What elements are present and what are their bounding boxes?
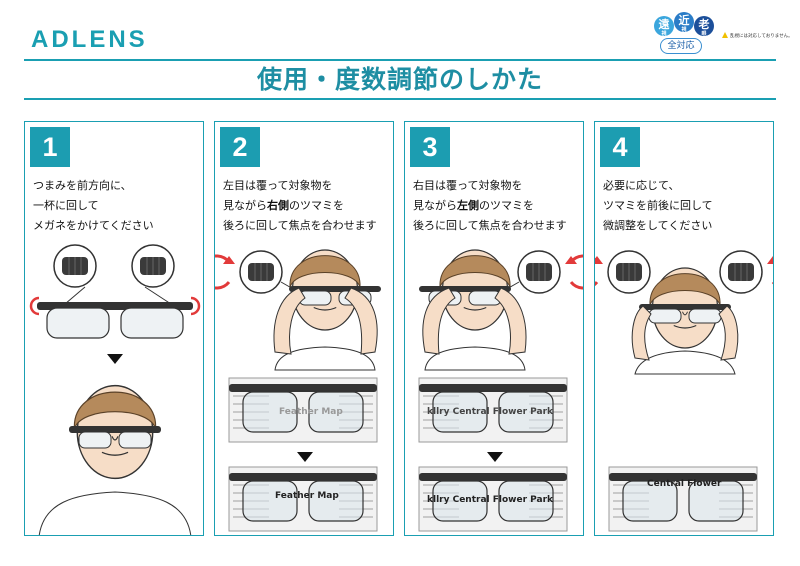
step-instructions: 必要に応じて、 ツマミを前後に回して 微調整をしてください [603, 179, 713, 232]
page-title: 使用・度数調節のしかた [256, 65, 543, 94]
step-panel-1: 1 つまみを前方向に、 一杯に回して メガネをかけてください [24, 121, 204, 536]
newspaper-headline-blurry: Feather Map [279, 407, 343, 417]
step-number: 1 [30, 127, 70, 167]
header-rule [24, 59, 776, 61]
badge-far: 遠視 [654, 16, 674, 37]
badge-near: 近視 [674, 12, 694, 33]
step-instructions: 左目は覆って対象物を 見ながら右側のツマミを 後ろに回して焦点を合わせます [223, 179, 377, 232]
step-number: 2 [220, 127, 260, 167]
knob-zoom-right [131, 244, 175, 288]
all-support-pill: 全対応 [660, 38, 702, 54]
newspaper-headline-sharp: Central Flower [647, 479, 722, 489]
newspaper-headline: kllry Central Flower Park [427, 407, 554, 417]
step-instructions: 右目は覆って対象物を 見ながら左側のツマミを 後ろに回して焦点を合わせます [413, 179, 567, 232]
knob-zoom-left [53, 244, 97, 288]
badge-presbyopia: 老眼 [694, 16, 714, 37]
newspaper-headline-sharp: kllry Central Flower Park [427, 495, 554, 505]
compatibility-badges: 遠視 近視 老眼 全対応 [650, 12, 720, 58]
step-number: 3 [410, 127, 450, 167]
step-instructions: つまみを前方向に、 一杯に回して メガネをかけてください [33, 179, 154, 232]
step-panel-4: 4 必要に応じて、 ツマミを前後に回して 微調整をしてください Central … [594, 121, 774, 536]
newspaper-headline-sharp: Feather Map [275, 491, 339, 501]
step-number: 4 [600, 127, 640, 167]
step3-illustration: kllry Central Flower Park kllry Central … [418, 249, 583, 532]
emphasis-right-side: 右側 [267, 199, 289, 212]
newspaper-sharp [608, 466, 758, 532]
astigmatism-warning: 乱視には対応しておりません。 [722, 32, 793, 39]
step1-illustration [29, 244, 201, 535]
title-rule [24, 98, 776, 100]
step-panel-2: 2 左目は覆って対象物を 見ながら右側のツマミを 後ろに回して焦点を合わせます … [214, 121, 394, 536]
step2-illustration: Feather Map Feather Map [215, 249, 381, 532]
step4-illustration: Central Flower [595, 250, 773, 532]
emphasis-left-side: 左側 [457, 199, 479, 212]
warning-icon [722, 32, 728, 38]
brand-logo: ADLENS [31, 26, 148, 53]
step-panel-3: 3 右目は覆って対象物を 見ながら左側のツマミを 後ろに回して焦点を合わせます … [404, 121, 584, 536]
